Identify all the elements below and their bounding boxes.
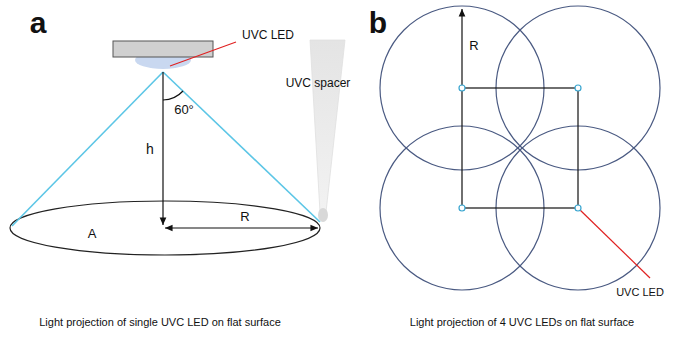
leader-line	[170, 42, 236, 66]
radius-arrow	[461, 9, 462, 88]
panel-letter: a	[30, 6, 47, 39]
panel-a	[10, 40, 345, 255]
angle-arc	[163, 91, 183, 100]
dimension-label: h	[146, 142, 154, 157]
panel-letter: b	[369, 6, 387, 39]
led-square	[462, 88, 578, 208]
led-dot	[575, 205, 581, 211]
radius-arrow	[165, 227, 318, 228]
dimension-label: R	[469, 39, 478, 53]
leader-line	[578, 208, 650, 278]
area-label: A	[88, 227, 97, 241]
dimension-label: R	[240, 210, 249, 224]
uvc-spacer	[310, 40, 345, 212]
light-ray	[163, 72, 320, 222]
angle-label: 60°	[174, 103, 194, 117]
spacer-tip	[318, 208, 328, 222]
led-dot	[575, 85, 581, 91]
part-label: UVC spacer	[286, 77, 351, 90]
height-arrow	[162, 72, 163, 225]
caption: Light projection of single UVC LED on fl…	[39, 316, 281, 328]
led-board	[113, 41, 213, 57]
led-dot	[459, 205, 465, 211]
part-label: UVC LED	[242, 29, 294, 42]
part-label: UVC LED	[616, 286, 664, 298]
light-ray	[12, 72, 163, 226]
caption: Light projection of 4 UVC LEDs on flat s…	[410, 316, 634, 328]
panel-b	[380, 6, 660, 290]
led-dot	[459, 85, 465, 91]
led-grid	[459, 9, 650, 278]
projection-ellipse	[10, 201, 320, 255]
